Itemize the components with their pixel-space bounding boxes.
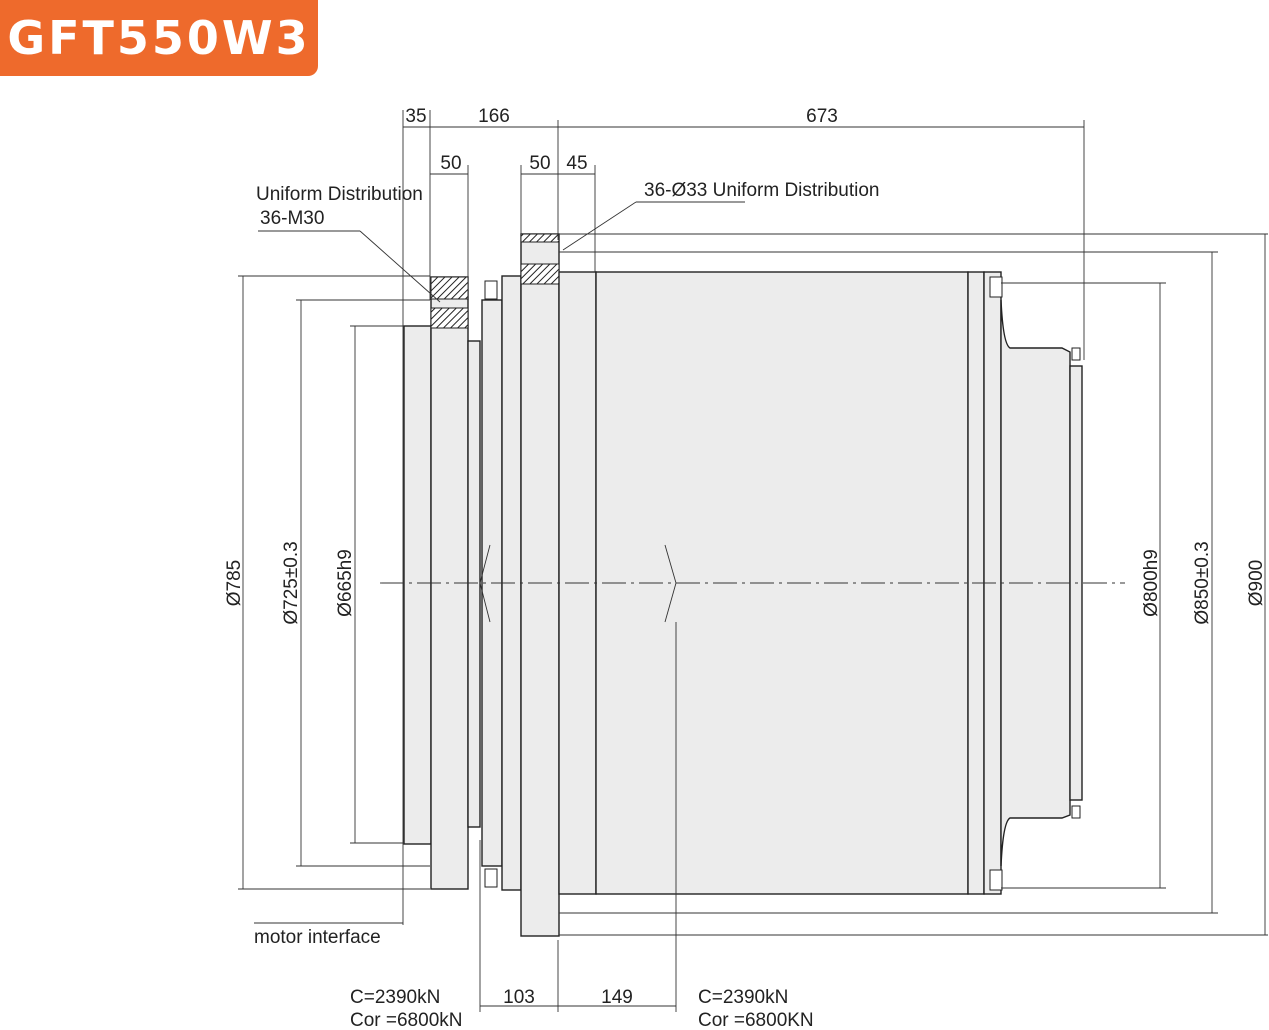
bolt-left-bottom bbox=[484, 868, 498, 888]
housing-body bbox=[403, 233, 1083, 937]
dim-d785: Ø785 bbox=[224, 560, 245, 606]
annotations: Uniform Distribution 36-M30 36-Ø33 Unifo… bbox=[254, 180, 879, 1030]
left-flange-section-top bbox=[430, 276, 469, 300]
dim-149: 149 bbox=[601, 987, 633, 1008]
note-c-left: C=2390kN bbox=[350, 987, 440, 1008]
dim-673: 673 bbox=[806, 106, 838, 127]
dim-d800: Ø800h9 bbox=[1141, 549, 1162, 617]
bearing-mark-left bbox=[479, 544, 491, 623]
dim-50-right: 50 bbox=[529, 153, 550, 174]
output-flange bbox=[520, 233, 560, 937]
note-36-m30: 36-M30 bbox=[260, 208, 324, 229]
dim-50-left: 50 bbox=[440, 153, 461, 174]
dim-35: 35 bbox=[405, 106, 426, 127]
bolt-right-bottom bbox=[989, 869, 1003, 891]
output-flange-section-top bbox=[520, 233, 560, 243]
bolt-right-top bbox=[989, 276, 1003, 298]
left-step-ring bbox=[467, 340, 481, 828]
product-title: GFT550W3 bbox=[7, 11, 311, 65]
dim-45: 45 bbox=[566, 153, 587, 174]
note-cor-right: Cor =6800KN bbox=[698, 1010, 814, 1030]
bolt-small-bottom bbox=[1071, 805, 1081, 819]
dim-166: 166 bbox=[478, 106, 510, 127]
bolt-left-top bbox=[484, 280, 498, 300]
dim-d725: Ø725±0.3 bbox=[281, 541, 302, 624]
note-c-right: C=2390kN bbox=[698, 987, 788, 1008]
dim-d900: Ø900 bbox=[1246, 560, 1267, 606]
note-uniform-distribution-left: Uniform Distribution bbox=[256, 184, 423, 205]
left-diameters: Ø785 Ø725±0.3 Ø665h9 bbox=[224, 275, 430, 890]
note-36-d33-uniform-distribution: 36-Ø33 Uniform Distribution bbox=[644, 180, 879, 201]
bolt-small-top bbox=[1071, 347, 1081, 361]
left-flange-section-bottom bbox=[430, 307, 469, 329]
bearing-mark-right bbox=[664, 544, 677, 623]
dim-d665: Ø665h9 bbox=[335, 549, 356, 617]
note-cor-left: Cor =6800kN bbox=[350, 1010, 462, 1030]
bottom-dimensions: 103 149 bbox=[479, 622, 677, 1012]
motor-interface-flange bbox=[403, 325, 432, 845]
title-badge: GFT550W3 bbox=[0, 0, 318, 76]
right-diameters: Ø800h9 Ø850±0.3 Ø900 bbox=[559, 233, 1268, 936]
dim-d850: Ø850±0.3 bbox=[1192, 541, 1213, 624]
note-motor-interface: motor interface bbox=[254, 927, 381, 948]
top-dimensions: 35 166 673 50 50 45 bbox=[402, 106, 1085, 925]
dim-103: 103 bbox=[503, 987, 535, 1008]
output-flange-section-bottom bbox=[520, 263, 560, 285]
right-adapter bbox=[1000, 299, 1071, 867]
